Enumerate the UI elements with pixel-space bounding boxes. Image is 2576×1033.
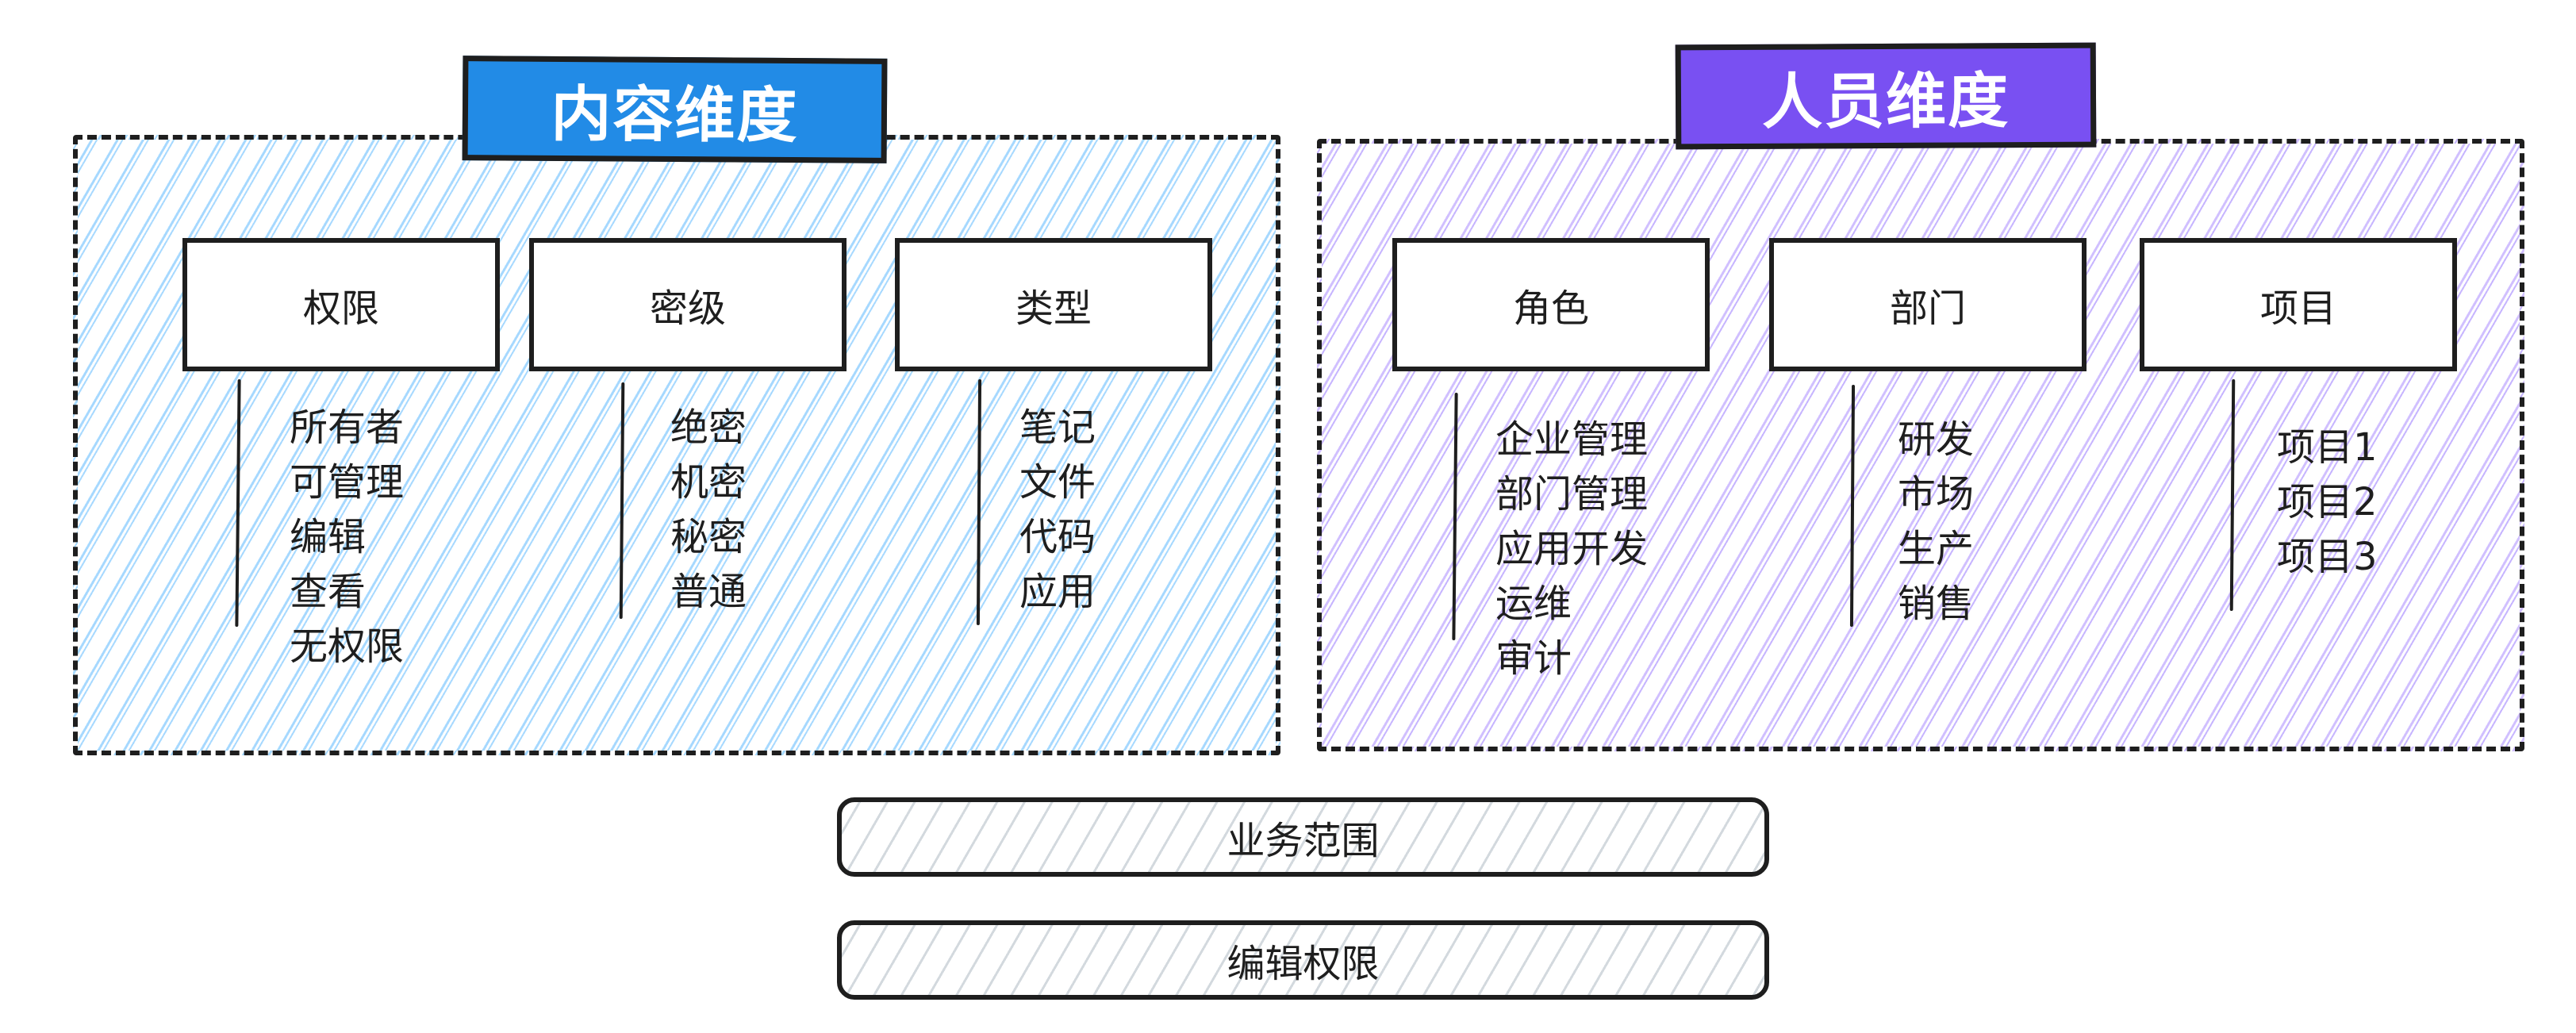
list-item: 项目1 [2277, 425, 2378, 470]
content-dimension-title: 内容维度 [462, 56, 888, 163]
edit-permission-bar: 编辑权限 [837, 920, 1769, 1000]
list-item: 无权限 [290, 624, 405, 669]
category-box-type: 类型 [895, 238, 1212, 371]
list-item: 研发 [1898, 417, 1975, 462]
list-item: 所有者 [290, 405, 405, 450]
business-scope-bar: 业务范围 [837, 797, 1769, 877]
department-list: 研发 市场 生产 销售 [1898, 413, 1974, 632]
list-item: 机密 [670, 460, 747, 505]
category-box-department: 部门 [1769, 238, 2087, 371]
type-list: 笔记 文件 代码 应用 [1019, 401, 1096, 620]
list-item: 普通 [670, 570, 747, 614]
list-item: 应用开发 [1495, 527, 1649, 571]
list-item: 绝密 [670, 405, 747, 450]
list-item: 企业管理 [1495, 417, 1649, 462]
list-item: 可管理 [290, 460, 405, 505]
list-item: 运维 [1495, 582, 1572, 626]
list-item: 编辑 [290, 515, 367, 559]
list-item: 部门管理 [1495, 472, 1649, 516]
category-box-classification: 密级 [529, 238, 847, 371]
list-item: 项目3 [2277, 535, 2378, 579]
list-item: 销售 [1898, 582, 1975, 626]
category-box-permission: 权限 [182, 238, 500, 371]
list-item: 项目2 [2277, 480, 2378, 524]
classification-list: 绝密 机密 秘密 普通 [670, 401, 747, 620]
list-item: 查看 [290, 570, 367, 614]
permission-list: 所有者 可管理 编辑 查看 无权限 [290, 401, 404, 674]
category-box-project: 项目 [2140, 238, 2457, 371]
list-item: 应用 [1019, 570, 1096, 614]
project-list: 项目1 项目2 项目3 [2277, 420, 2378, 585]
list-item: 秘密 [670, 515, 747, 559]
list-item: 审计 [1495, 636, 1572, 681]
role-list: 企业管理 部门管理 应用开发 运维 审计 [1495, 413, 1648, 686]
people-dimension-title: 人员维度 [1675, 42, 2097, 150]
list-item: 市场 [1898, 472, 1975, 516]
category-box-role: 角色 [1392, 238, 1710, 371]
list-item: 生产 [1898, 527, 1975, 571]
list-item: 代码 [1019, 515, 1096, 559]
list-item: 笔记 [1019, 405, 1096, 450]
list-item: 文件 [1019, 460, 1096, 505]
